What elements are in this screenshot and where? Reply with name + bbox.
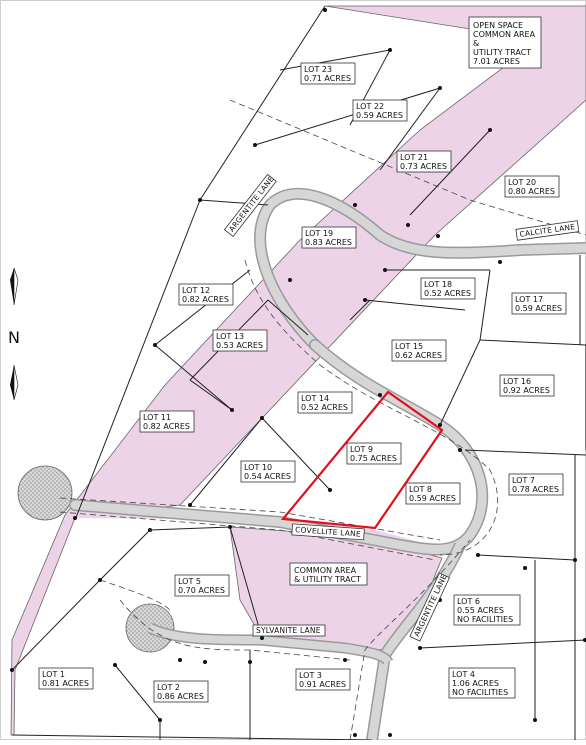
north-arrow-label: N bbox=[8, 328, 20, 347]
lot-label-16[interactable]: LOT 160.92 ACRES bbox=[499, 374, 555, 397]
road-label-covellite: COVELLITE LANE bbox=[291, 523, 365, 541]
lot-label-13-line-2: 0.53 ACRES bbox=[216, 341, 263, 350]
common-area-label: COMMON AREA & UTILITY TRACT bbox=[289, 562, 368, 586]
lot-label-1[interactable]: LOT 10.81 ACRES bbox=[38, 667, 94, 690]
lot-label-9-line-2: 0.75 ACRES bbox=[350, 454, 397, 463]
lot-label-17[interactable]: LOT 170.59 ACRES bbox=[511, 292, 567, 315]
common-area-line1: COMMON AREA bbox=[294, 566, 357, 575]
lot-label-2-line-2: 0.86 ACRES bbox=[157, 692, 204, 701]
lot-label-6-line-2: 0.55 ACRES bbox=[457, 606, 504, 615]
lot-label-13-line-1: LOT 13 bbox=[216, 332, 244, 341]
easement-lines bbox=[59, 99, 586, 741]
lot-labels: LOT 10.81 ACRES LOT 20.86 ACRES LOT 30.91 … bbox=[38, 62, 567, 703]
lot-label-19-line-2: 0.83 ACRES bbox=[305, 238, 352, 247]
lot-label-3[interactable]: LOT 30.91 ACRES bbox=[295, 668, 351, 691]
lot-label-23-line-2: 0.71 ACRES bbox=[304, 74, 351, 83]
open-space-line1: OPEN SPACE bbox=[473, 21, 523, 30]
open-space-line4: UTILITY TRACT bbox=[473, 48, 531, 57]
lot-label-6-line-3: NO FACILITIES bbox=[457, 615, 513, 624]
road-network bbox=[69, 187, 586, 741]
lot-label-20-line-1: LOT 20 bbox=[508, 178, 536, 187]
lot-label-10[interactable]: LOT 100.54 ACRES bbox=[240, 460, 296, 483]
lot-label-5[interactable]: LOT 50.70 ACRES bbox=[174, 574, 230, 597]
open-space-label: OPEN SPACE COMMON AREA & UTILITY TRACT 7… bbox=[468, 16, 542, 69]
lot-label-14-line-2: 0.52 ACRES bbox=[301, 403, 348, 412]
lot-label-12[interactable]: LOT 120.82 ACRES bbox=[178, 283, 234, 306]
lot-label-21[interactable]: LOT 210.73 ACRES bbox=[396, 150, 452, 173]
lot-label-7-line-1: LOT 7 bbox=[512, 476, 535, 485]
lot-label-7-line-2: 0.78 ACRES bbox=[512, 485, 559, 494]
lot-label-23[interactable]: LOT 230.71 ACRES bbox=[300, 62, 356, 85]
lot-label-4-line-2: 1.06 ACRES bbox=[452, 679, 499, 688]
lot-label-6-line-1: LOT 6 bbox=[457, 597, 480, 606]
open-space-line5: 7.01 ACRES bbox=[473, 57, 520, 66]
lot-label-15[interactable]: LOT 150.62 ACRES bbox=[391, 339, 447, 362]
lot-label-15-line-2: 0.62 ACRES bbox=[395, 351, 442, 360]
lot-label-22-line-2: 0.59 ACRES bbox=[356, 111, 403, 120]
lot-label-13[interactable]: LOT 130.53 ACRES bbox=[212, 329, 268, 352]
lot-label-12-line-2: 0.82 ACRES bbox=[182, 295, 229, 304]
lot-label-15-line-1: LOT 15 bbox=[395, 342, 423, 351]
lot-label-14-line-1: LOT 14 bbox=[301, 394, 329, 403]
lot-label-11-line-1: LOT 11 bbox=[143, 413, 171, 422]
lot-label-3-line-1: LOT 3 bbox=[299, 671, 322, 680]
lot-label-21-line-1: LOT 21 bbox=[400, 153, 428, 162]
lot-label-18[interactable]: LOT 180.52 ACRES bbox=[420, 277, 476, 300]
common-area-line2: & UTILITY TRACT bbox=[294, 575, 361, 584]
lot-label-8-line-1: LOT 8 bbox=[409, 485, 432, 494]
lot-label-7[interactable]: LOT 70.78 ACRES bbox=[508, 473, 564, 496]
lot-label-16-line-1: LOT 16 bbox=[503, 377, 531, 386]
open-space-line3: & bbox=[473, 39, 479, 48]
north-arrow: N bbox=[8, 267, 20, 401]
lot-label-8[interactable]: LOT 80.59 ACRES bbox=[405, 482, 461, 505]
lot-label-21-line-2: 0.73 ACRES bbox=[400, 162, 447, 171]
lot-label-19-line-1: LOT 19 bbox=[305, 229, 333, 238]
lot-label-14[interactable]: LOT 140.52 ACRES bbox=[297, 391, 353, 414]
lot-label-10-line-2: 0.54 ACRES bbox=[244, 472, 291, 481]
lot-label-8-line-2: 0.59 ACRES bbox=[409, 494, 456, 503]
lot-label-20-line-2: 0.80 ACRES bbox=[508, 187, 555, 196]
open-space-line2: COMMON AREA bbox=[473, 30, 536, 39]
lot-label-20[interactable]: LOT 200.80 ACRES bbox=[504, 175, 560, 198]
lot-label-1-line-1: LOT 1 bbox=[42, 670, 65, 679]
lot-label-10-line-1: LOT 10 bbox=[244, 463, 272, 472]
sylvanite-text: SYLVANITE LANE bbox=[256, 626, 321, 635]
lot-label-23-line-1: LOT 23 bbox=[304, 65, 332, 74]
lot-label-18-line-1: LOT 18 bbox=[424, 280, 452, 289]
lot-label-22[interactable]: LOT 220.59 ACRES bbox=[352, 99, 408, 122]
lot-label-3-line-2: 0.91 ACRES bbox=[299, 680, 346, 689]
lot-label-5-line-2: 0.70 ACRES bbox=[178, 586, 225, 595]
lot-label-4-line-1: LOT 4 bbox=[452, 670, 475, 679]
lot-label-4-line-3: NO FACILITIES bbox=[452, 688, 508, 697]
lot-label-12-line-1: LOT 12 bbox=[182, 286, 210, 295]
road-label-sylvanite: SYLVANITE LANE bbox=[252, 624, 326, 637]
lot-label-9[interactable]: LOT 90.75 ACRES bbox=[346, 442, 402, 465]
lot-label-16-line-2: 0.92 ACRES bbox=[503, 386, 550, 395]
lot-label-5-line-1: LOT 5 bbox=[178, 577, 201, 586]
lot-label-2-line-1: LOT 2 bbox=[157, 683, 180, 692]
lot-label-9-line-1: LOT 9 bbox=[350, 445, 373, 454]
lot-label-18-line-2: 0.52 ACRES bbox=[424, 289, 471, 298]
lot-label-1-line-2: 0.81 ACRES bbox=[42, 679, 89, 688]
lot-label-22-line-1: LOT 22 bbox=[356, 102, 384, 111]
lot-label-17-line-2: 0.59 ACRES bbox=[515, 304, 562, 313]
lot-9-highlight[interactable] bbox=[280, 390, 444, 530]
cul-de-sac-west bbox=[17, 465, 73, 521]
lot-label-2[interactable]: LOT 20.86 ACRES bbox=[153, 680, 209, 703]
lot-label-11[interactable]: LOT 110.82 ACRES bbox=[139, 410, 195, 433]
lot-label-17-line-1: LOT 17 bbox=[515, 295, 543, 304]
lot-lines bbox=[11, 5, 586, 741]
lot-label-11-line-2: 0.82 ACRES bbox=[143, 422, 190, 431]
lot-label-19[interactable]: LOT 190.83 ACRES bbox=[301, 226, 357, 249]
survey-points bbox=[10, 8, 586, 737]
